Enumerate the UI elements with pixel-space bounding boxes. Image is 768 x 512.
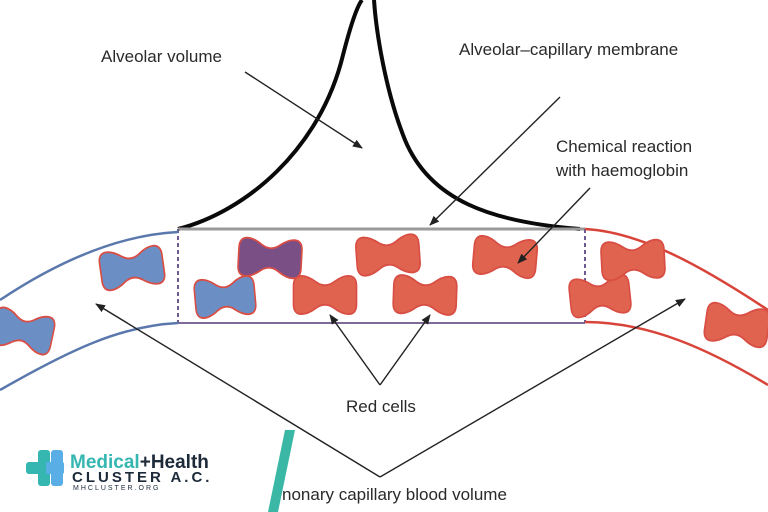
vessel-left-upper [0, 230, 179, 302]
alveolus-outline [177, 0, 581, 231]
logo-url: MHCLUSTER.ORG [73, 485, 160, 492]
cell-red [471, 234, 539, 280]
logo-plus: + [140, 452, 151, 473]
logo-health: Health [151, 452, 209, 473]
label-reaction-line1: Chemical reaction [556, 137, 692, 156]
annotation-arrows [95, 71, 686, 478]
vessel-left-lower [0, 321, 179, 392]
logo-cross-icon [26, 450, 64, 486]
logo-cluster: CLUSTER A.C. [72, 469, 212, 486]
arrow-blood-volume-left [95, 303, 381, 478]
cell-red [702, 300, 768, 350]
arrow-blood-volume-right [379, 298, 686, 478]
arrow-alveolar-volume [244, 71, 363, 149]
cell-mixed [236, 236, 304, 280]
logo: Medical+Health CLUSTER A.C. MHCLUSTER.OR… [26, 430, 295, 512]
vessel-right-lower [584, 320, 768, 387]
arrow-red-cells-left [329, 314, 381, 386]
vessel-right-upper [584, 227, 768, 312]
cell-blue [0, 305, 58, 357]
cell-red [567, 272, 633, 320]
cell-blue [192, 274, 258, 320]
arrow-reaction [517, 187, 591, 264]
logo-medical: Medical [70, 452, 140, 473]
label-alveolar-volume: Alveolar volume [101, 47, 222, 66]
arrow-membrane [429, 96, 561, 226]
cell-red [599, 238, 667, 282]
label-blood-volume: nonary capillary blood volume [282, 485, 507, 504]
cell-blue [97, 243, 167, 293]
logo-slash [268, 430, 295, 512]
arrow-red-cells-right [379, 314, 431, 386]
logo-wordmark: Medical+Health [70, 452, 209, 473]
label-membrane: Alveolar–capillary membrane [459, 40, 678, 59]
cell-red [354, 232, 422, 278]
label-reaction-line2: with haemoglobin [555, 161, 688, 180]
red-cells [0, 232, 768, 357]
label-red-cells: Red cells [346, 397, 416, 416]
cell-red [391, 273, 459, 317]
cell-red [292, 274, 358, 316]
